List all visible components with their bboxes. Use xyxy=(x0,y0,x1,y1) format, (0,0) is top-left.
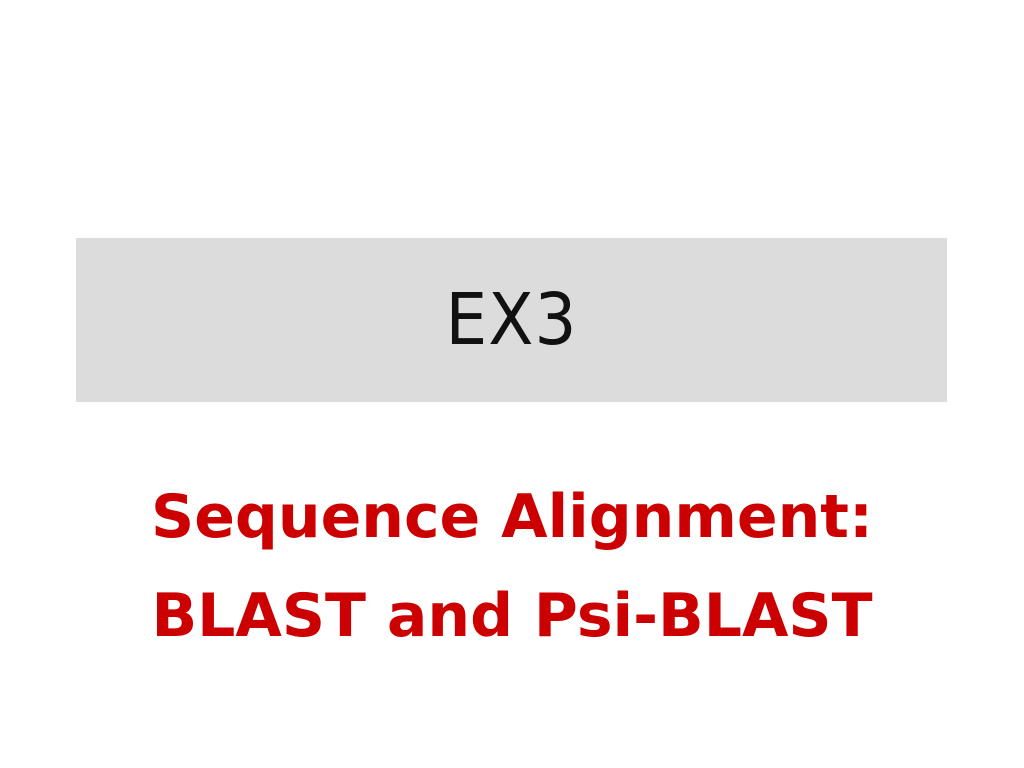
slide-title: Sequence Alignment: BLAST and Psi-BLAST xyxy=(0,468,1024,666)
banner-label: EX3 xyxy=(445,277,578,362)
title-line-1: Sequence Alignment: xyxy=(151,482,873,552)
slide-banner: EX3 xyxy=(76,238,947,402)
title-line-2: BLAST and Psi-BLAST xyxy=(151,581,873,651)
